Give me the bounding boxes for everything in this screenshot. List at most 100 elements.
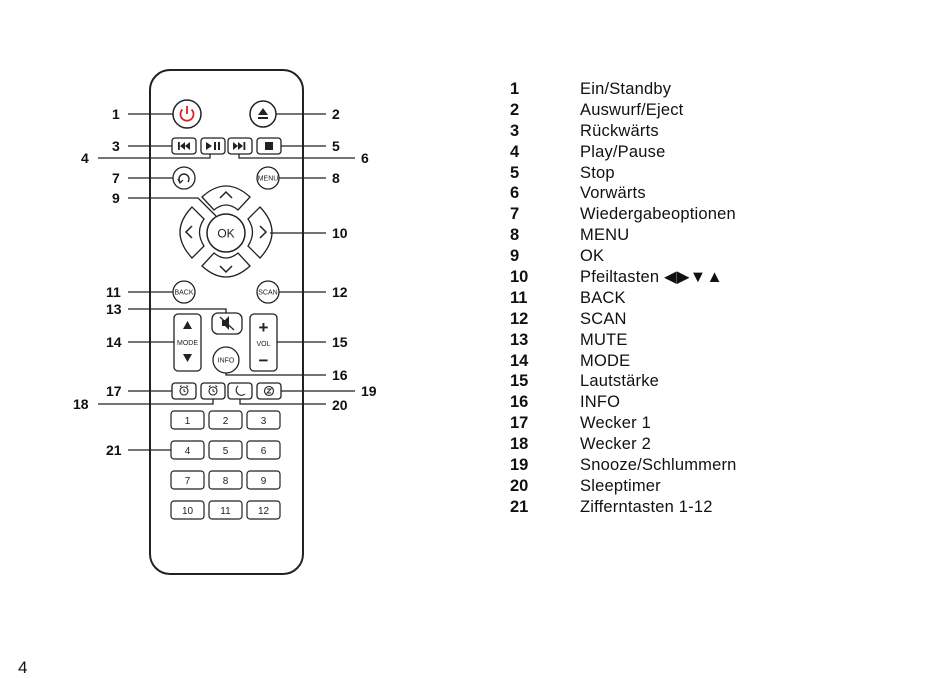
legend-number: 5: [510, 163, 520, 182]
number-key-label: 3: [261, 416, 267, 427]
number-key-label: 2: [223, 416, 229, 427]
stop-icon: [265, 142, 273, 150]
play-pause-button[interactable]: [200, 137, 226, 155]
legend-text: BACK: [580, 288, 626, 307]
legend-text: Rückwärts: [580, 121, 659, 140]
sleep-timer-button[interactable]: [227, 382, 253, 400]
legend-number: 2: [510, 100, 520, 119]
number-key-2[interactable]: [208, 410, 243, 430]
callout-4: 4: [81, 150, 89, 166]
arrow-left-button[interactable]: [179, 206, 205, 259]
legend-text: Wiedergabeoptionen: [580, 205, 736, 224]
mute-icon: [219, 316, 235, 331]
legend-text: Sleeptimer: [580, 476, 661, 495]
legend-number: 16: [510, 393, 529, 412]
legend-number: 1: [510, 79, 520, 98]
number-key-label: 7: [185, 476, 191, 487]
legend-number: 20: [510, 476, 529, 495]
number-key-1[interactable]: [170, 410, 205, 430]
number-key-11[interactable]: [208, 500, 243, 520]
callout-11: 11: [106, 284, 121, 300]
legend-number: 19: [510, 455, 529, 474]
number-key-label: 5: [223, 446, 229, 457]
volume-plus-label: +: [259, 318, 269, 337]
rewind-button[interactable]: [171, 137, 197, 155]
info-button[interactable]: INFO: [212, 346, 240, 374]
legend-number: 9: [510, 247, 520, 266]
callout-5: 5: [332, 138, 340, 154]
alarm-2-button[interactable]: [200, 382, 226, 400]
menu-button-label: MENU: [258, 176, 279, 183]
play-pause-icon: [206, 142, 220, 150]
legend-text: Vorwärts: [580, 184, 646, 203]
legend-number: 3: [510, 121, 520, 140]
callout-14: 14: [106, 334, 122, 350]
legend-number: 4: [510, 142, 520, 161]
legend-text: Lautstärke: [580, 372, 660, 391]
snooze-button[interactable]: [256, 382, 282, 400]
scan-button[interactable]: SCAN: [256, 280, 280, 304]
alarm-clock-icon: [208, 385, 218, 396]
number-key-9[interactable]: [246, 470, 281, 490]
number-key-6[interactable]: [246, 440, 281, 460]
forward-button[interactable]: [227, 137, 253, 155]
legend-text: Play/Pause: [580, 142, 666, 161]
number-key-12[interactable]: [246, 500, 281, 520]
legend-text: Pfeiltasten ◀▶▼▲: [580, 268, 723, 287]
number-key-5[interactable]: [208, 440, 243, 460]
arrow-up-button[interactable]: [201, 185, 251, 211]
playback-options-button[interactable]: [172, 166, 196, 190]
chevron-right-icon: [259, 225, 268, 239]
legend-number: 13: [510, 330, 529, 349]
legend-number: 17: [510, 414, 529, 433]
rewind-icon: [178, 142, 190, 150]
legend-number: 7: [510, 205, 520, 224]
callout-12: 12: [332, 284, 348, 300]
callout-7: 7: [112, 170, 120, 186]
number-key-10[interactable]: [170, 500, 205, 520]
forward-icon: [233, 142, 246, 150]
menu-button[interactable]: MENU: [256, 166, 280, 190]
arrow-right-button[interactable]: [247, 206, 273, 259]
number-key-3[interactable]: [246, 410, 281, 430]
eject-button[interactable]: [249, 100, 277, 128]
power-button[interactable]: [172, 99, 202, 129]
callout-8: 8: [332, 170, 340, 186]
ok-button[interactable]: OK: [206, 213, 246, 253]
number-key-8[interactable]: [208, 470, 243, 490]
back-button[interactable]: BACK: [172, 280, 196, 304]
legend-text: OK: [580, 247, 605, 266]
chevron-down-icon: [219, 265, 233, 274]
number-key-7[interactable]: [170, 470, 205, 490]
legend-text: Wecker 1: [580, 414, 651, 433]
power-icon: [179, 106, 195, 122]
legend-text: MODE: [580, 351, 631, 370]
mode-button-label: MODE: [177, 340, 198, 347]
legend-number: 18: [510, 435, 529, 454]
callout-19: 19: [361, 383, 377, 399]
alarm-1-button[interactable]: [171, 382, 197, 400]
mute-button[interactable]: [211, 312, 243, 335]
legend-number: 6: [510, 184, 520, 203]
callout-20: 20: [332, 397, 348, 413]
scan-button-label: SCAN: [258, 290, 277, 297]
mode-button[interactable]: MODE: [173, 313, 202, 372]
legend-number: 15: [510, 372, 529, 391]
legend-text: Zifferntasten 1-12: [580, 497, 713, 516]
callout-16: 16: [332, 367, 348, 383]
number-key-label: 1: [185, 416, 191, 427]
volume-button[interactable]: + VOL −: [249, 313, 278, 372]
callout-10: 10: [332, 225, 348, 241]
stop-button[interactable]: [256, 137, 282, 155]
arrow-down-button[interactable]: [201, 252, 251, 278]
chevron-up-icon: [219, 190, 233, 199]
